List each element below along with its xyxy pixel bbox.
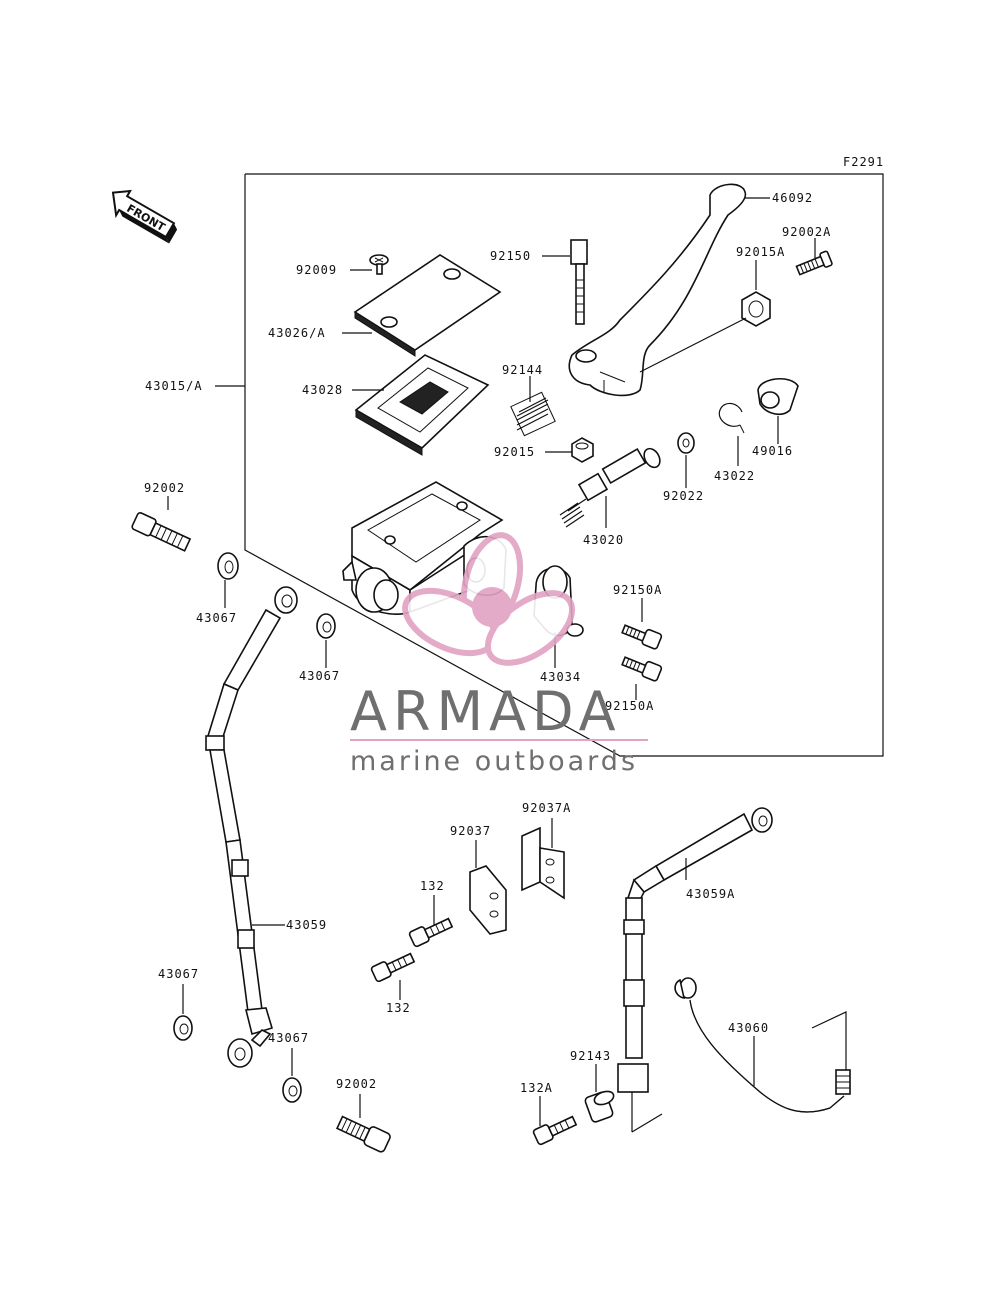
label-92144: 92144 (502, 363, 543, 377)
watermark-title: ARMADA (350, 680, 622, 743)
banjo-bolt-92002-lower (335, 1115, 391, 1153)
label-132-upper: 132 (420, 879, 445, 893)
bracket-92037A (521, 826, 565, 900)
spring-92144 (510, 391, 556, 437)
label-92022: 92022 (663, 489, 704, 503)
cap-43026A (353, 254, 502, 357)
figure-code: F2291 (843, 155, 884, 169)
label-92002A: 92002A (782, 225, 831, 239)
label-43067-a: 43067 (196, 611, 237, 625)
collar-92143 (584, 1090, 615, 1123)
label-92143: 92143 (570, 1049, 611, 1063)
label-43067-b: 43067 (299, 669, 340, 683)
assembly-outline (244, 173, 884, 757)
label-92015A: 92015A (736, 245, 785, 259)
watermark-subtitle: marine outboards (350, 746, 638, 777)
label-43067-d: 43067 (268, 1031, 309, 1045)
washer-92022 (677, 432, 695, 454)
label-92037A: 92037A (522, 801, 571, 815)
label-92150A-upper: 92150A (613, 583, 662, 597)
label-132A: 132A (520, 1081, 553, 1095)
bolt-132A (532, 1115, 578, 1146)
label-43034: 43034 (540, 670, 581, 684)
piston-43020 (559, 447, 661, 528)
bolt-132-lower (370, 952, 416, 983)
nut-92015 (571, 437, 594, 463)
washer-43067-b (316, 613, 336, 639)
washer-43067-a (217, 552, 239, 580)
label-43022: 43022 (714, 469, 755, 483)
hose-43059A (617, 807, 773, 1133)
label-43026A: 43026/A (268, 326, 326, 340)
label-92009: 92009 (296, 263, 337, 277)
bolt-92150A-lower (621, 656, 663, 682)
label-43067-c: 43067 (158, 967, 199, 981)
pipe-43060 (674, 977, 851, 1113)
armada-logo-icon (402, 532, 576, 666)
bolt-92150 (570, 239, 588, 325)
bolt-132-upper (408, 917, 454, 948)
boot-49016 (757, 378, 799, 416)
banjo-bolt-92002-upper (131, 512, 192, 552)
front-arrow-icon: FRONT (111, 189, 178, 244)
label-43060: 43060 (728, 1021, 769, 1035)
hose-43059 (205, 586, 298, 1068)
label-92150: 92150 (490, 249, 531, 263)
label-46092: 46092 (772, 191, 813, 205)
label-43059: 43059 (286, 918, 327, 932)
screw-92009 (369, 254, 389, 275)
bolt-92150A-upper (621, 624, 663, 650)
label-43028: 43028 (302, 383, 343, 397)
bracket-92037 (469, 865, 507, 935)
label-43020: 43020 (583, 533, 624, 547)
label-92002-upper: 92002 (144, 481, 185, 495)
bolt-92002A (795, 250, 833, 276)
label-92015: 92015 (494, 445, 535, 459)
nut-92015A (741, 291, 771, 327)
diaphragm-43028 (354, 354, 490, 456)
label-92037: 92037 (450, 824, 491, 838)
lever-part (568, 183, 747, 397)
label-49016: 49016 (752, 444, 793, 458)
label-92002-lower: 92002 (336, 1077, 377, 1091)
circlip-43022 (718, 402, 745, 434)
label-43059A: 43059A (686, 887, 735, 901)
washer-43067-c (173, 1015, 193, 1041)
label-132-lower: 132 (386, 1001, 411, 1015)
washer-43067-d (282, 1077, 302, 1103)
label-43015A: 43015/A (145, 379, 203, 393)
label-92150A-lower: 92150A (605, 699, 654, 713)
